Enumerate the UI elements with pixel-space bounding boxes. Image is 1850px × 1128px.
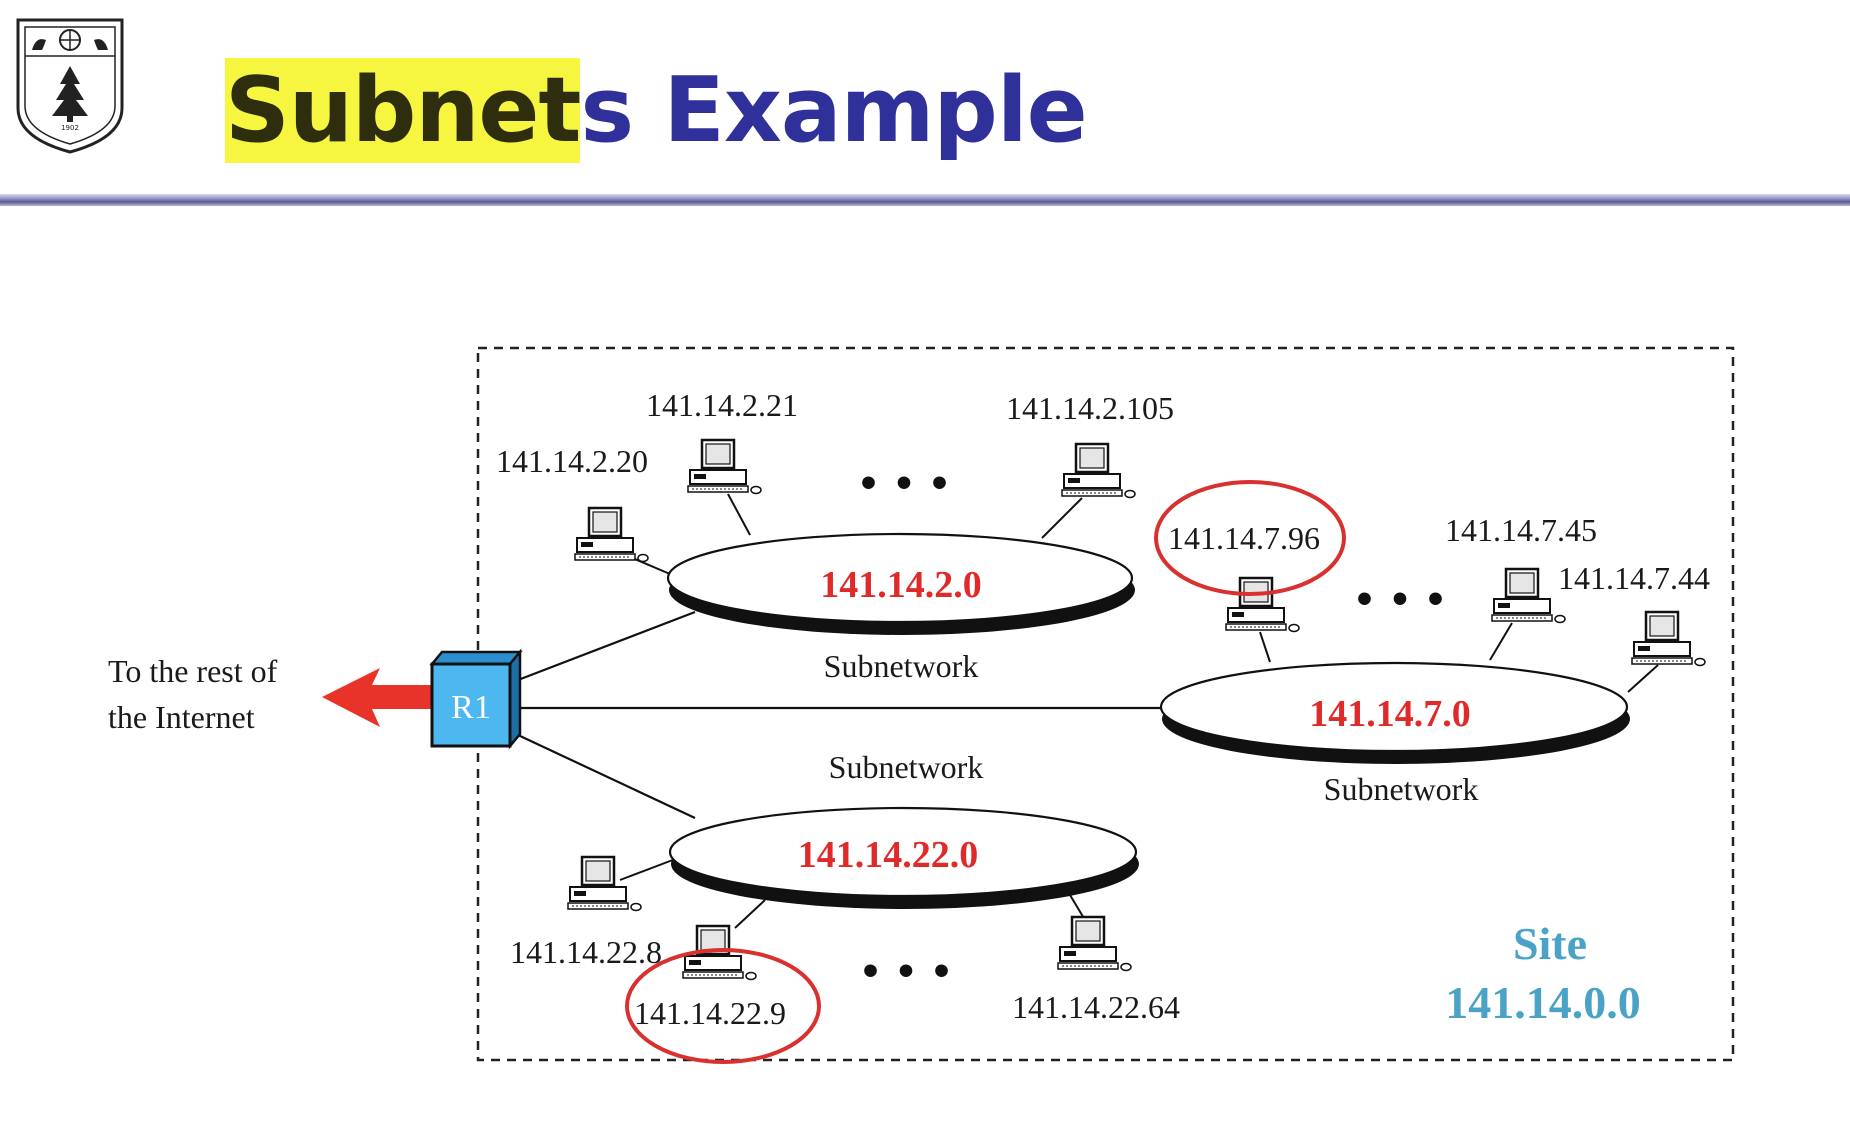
link-host-7-45 xyxy=(1489,622,1513,661)
ellipsis-subnet-2: • • • xyxy=(857,464,951,505)
router-r1-icon xyxy=(429,648,523,750)
host-label-141-14-7-45: 141.14.7.45 xyxy=(1445,512,1597,548)
link-r1-subnet-22 xyxy=(517,734,696,819)
link-host-2-21 xyxy=(727,493,751,536)
highlight-circle-host-7-96 xyxy=(1154,480,1346,596)
link-host-22-8 xyxy=(619,857,679,881)
link-host-7-44 xyxy=(1627,664,1659,693)
network-address-7: 141.14.7.0 xyxy=(1309,693,1471,735)
logo-year-text: 1902 xyxy=(61,124,79,132)
site-address: 141.14.0.0 xyxy=(1445,977,1641,1028)
subnet-ellipse-2 xyxy=(666,532,1135,635)
host-label-141-14-2-105: 141.14.2.105 xyxy=(1006,390,1174,426)
host-computer-icon xyxy=(1060,442,1137,499)
host-computer-icon xyxy=(573,506,650,563)
link-host-22-9 xyxy=(734,899,766,929)
ellipsis-subnet-22: • • • xyxy=(859,952,953,993)
link-host-7-96 xyxy=(1259,631,1271,663)
host-label-141-14-22-9: 141.14.22.9 xyxy=(634,995,786,1031)
subnet-ellipse-7 xyxy=(1159,661,1630,764)
title-highlight: Subnet xyxy=(225,58,581,163)
host-computer-icon xyxy=(1630,610,1707,667)
host-label-141-14-7-96: 141.14.7.96 xyxy=(1168,520,1320,556)
subnetwork-caption-2: Subnetwork xyxy=(824,648,979,684)
link-host-2-20 xyxy=(629,556,671,575)
internet-arrow-icon xyxy=(322,668,432,727)
subnet-ellipse-22 xyxy=(668,806,1139,909)
host-computer-icon xyxy=(1056,915,1133,972)
host-computer-icon xyxy=(1224,576,1301,633)
host-label-141-14-7-44: 141.14.7.44 xyxy=(1558,560,1710,596)
host-computer-icon xyxy=(1490,567,1567,624)
host-label-141-14-22-64: 141.14.22.64 xyxy=(1012,989,1180,1025)
subnetwork-caption-22: Subnetwork xyxy=(829,749,984,785)
host-computer-icon xyxy=(566,855,643,912)
host-label-141-14-2-20: 141.14.2.20 xyxy=(496,443,648,479)
ellipsis-subnet-7: • • • xyxy=(1353,580,1447,621)
highlight-circle-host-22-9 xyxy=(625,948,821,1064)
link-r1-subnet-2 xyxy=(517,610,696,682)
title-divider xyxy=(0,194,1850,206)
link-host-2-105 xyxy=(1041,497,1083,539)
site-label: Site xyxy=(1513,918,1587,969)
network-address-22: 141.14.22.0 xyxy=(798,834,979,876)
subnetwork-caption-7: Subnetwork xyxy=(1324,771,1479,807)
internet-label-line1: To the rest of xyxy=(108,653,278,689)
slide-title: Subnets Example xyxy=(225,56,1088,166)
host-label-141-14-2-21: 141.14.2.21 xyxy=(646,387,798,423)
router-label: R1 xyxy=(451,689,491,726)
internet-label-line2: the Internet xyxy=(108,699,255,735)
host-computer-icon xyxy=(686,438,763,495)
host-label-141-14-22-8: 141.14.22.8 xyxy=(510,934,662,970)
site-boundary xyxy=(476,346,1735,1062)
title-rest: s Example xyxy=(580,58,1087,163)
network-address-2: 141.14.2.0 xyxy=(820,564,982,606)
nanjing-university-logo: 1902 xyxy=(16,18,124,154)
